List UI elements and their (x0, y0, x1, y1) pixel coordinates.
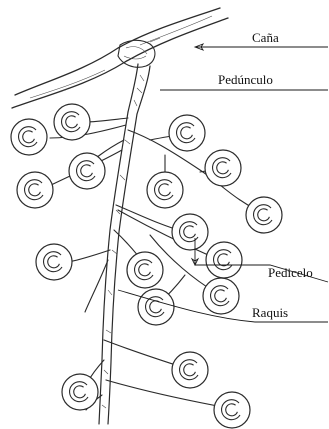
berry (206, 242, 242, 278)
label-cana: Caña (252, 30, 279, 45)
berry (17, 172, 53, 208)
berry (172, 214, 208, 250)
berry (203, 278, 239, 314)
berry (54, 104, 90, 140)
label-pedicelo: Pedicelo (268, 265, 313, 280)
label-pedunculo: Pedúnculo (218, 72, 273, 87)
berry (138, 289, 174, 325)
cane (12, 8, 228, 108)
berry (169, 115, 205, 151)
berry (246, 197, 282, 233)
berry (147, 172, 183, 208)
berry (36, 244, 72, 280)
berry (172, 352, 208, 388)
berry (205, 150, 241, 186)
label-raquis: Raquis (252, 305, 288, 320)
berry (11, 119, 47, 155)
berry (127, 252, 163, 288)
peduncle (128, 64, 150, 114)
berries (11, 104, 282, 428)
berry (62, 374, 98, 410)
berry (214, 392, 250, 428)
berry (69, 153, 105, 189)
